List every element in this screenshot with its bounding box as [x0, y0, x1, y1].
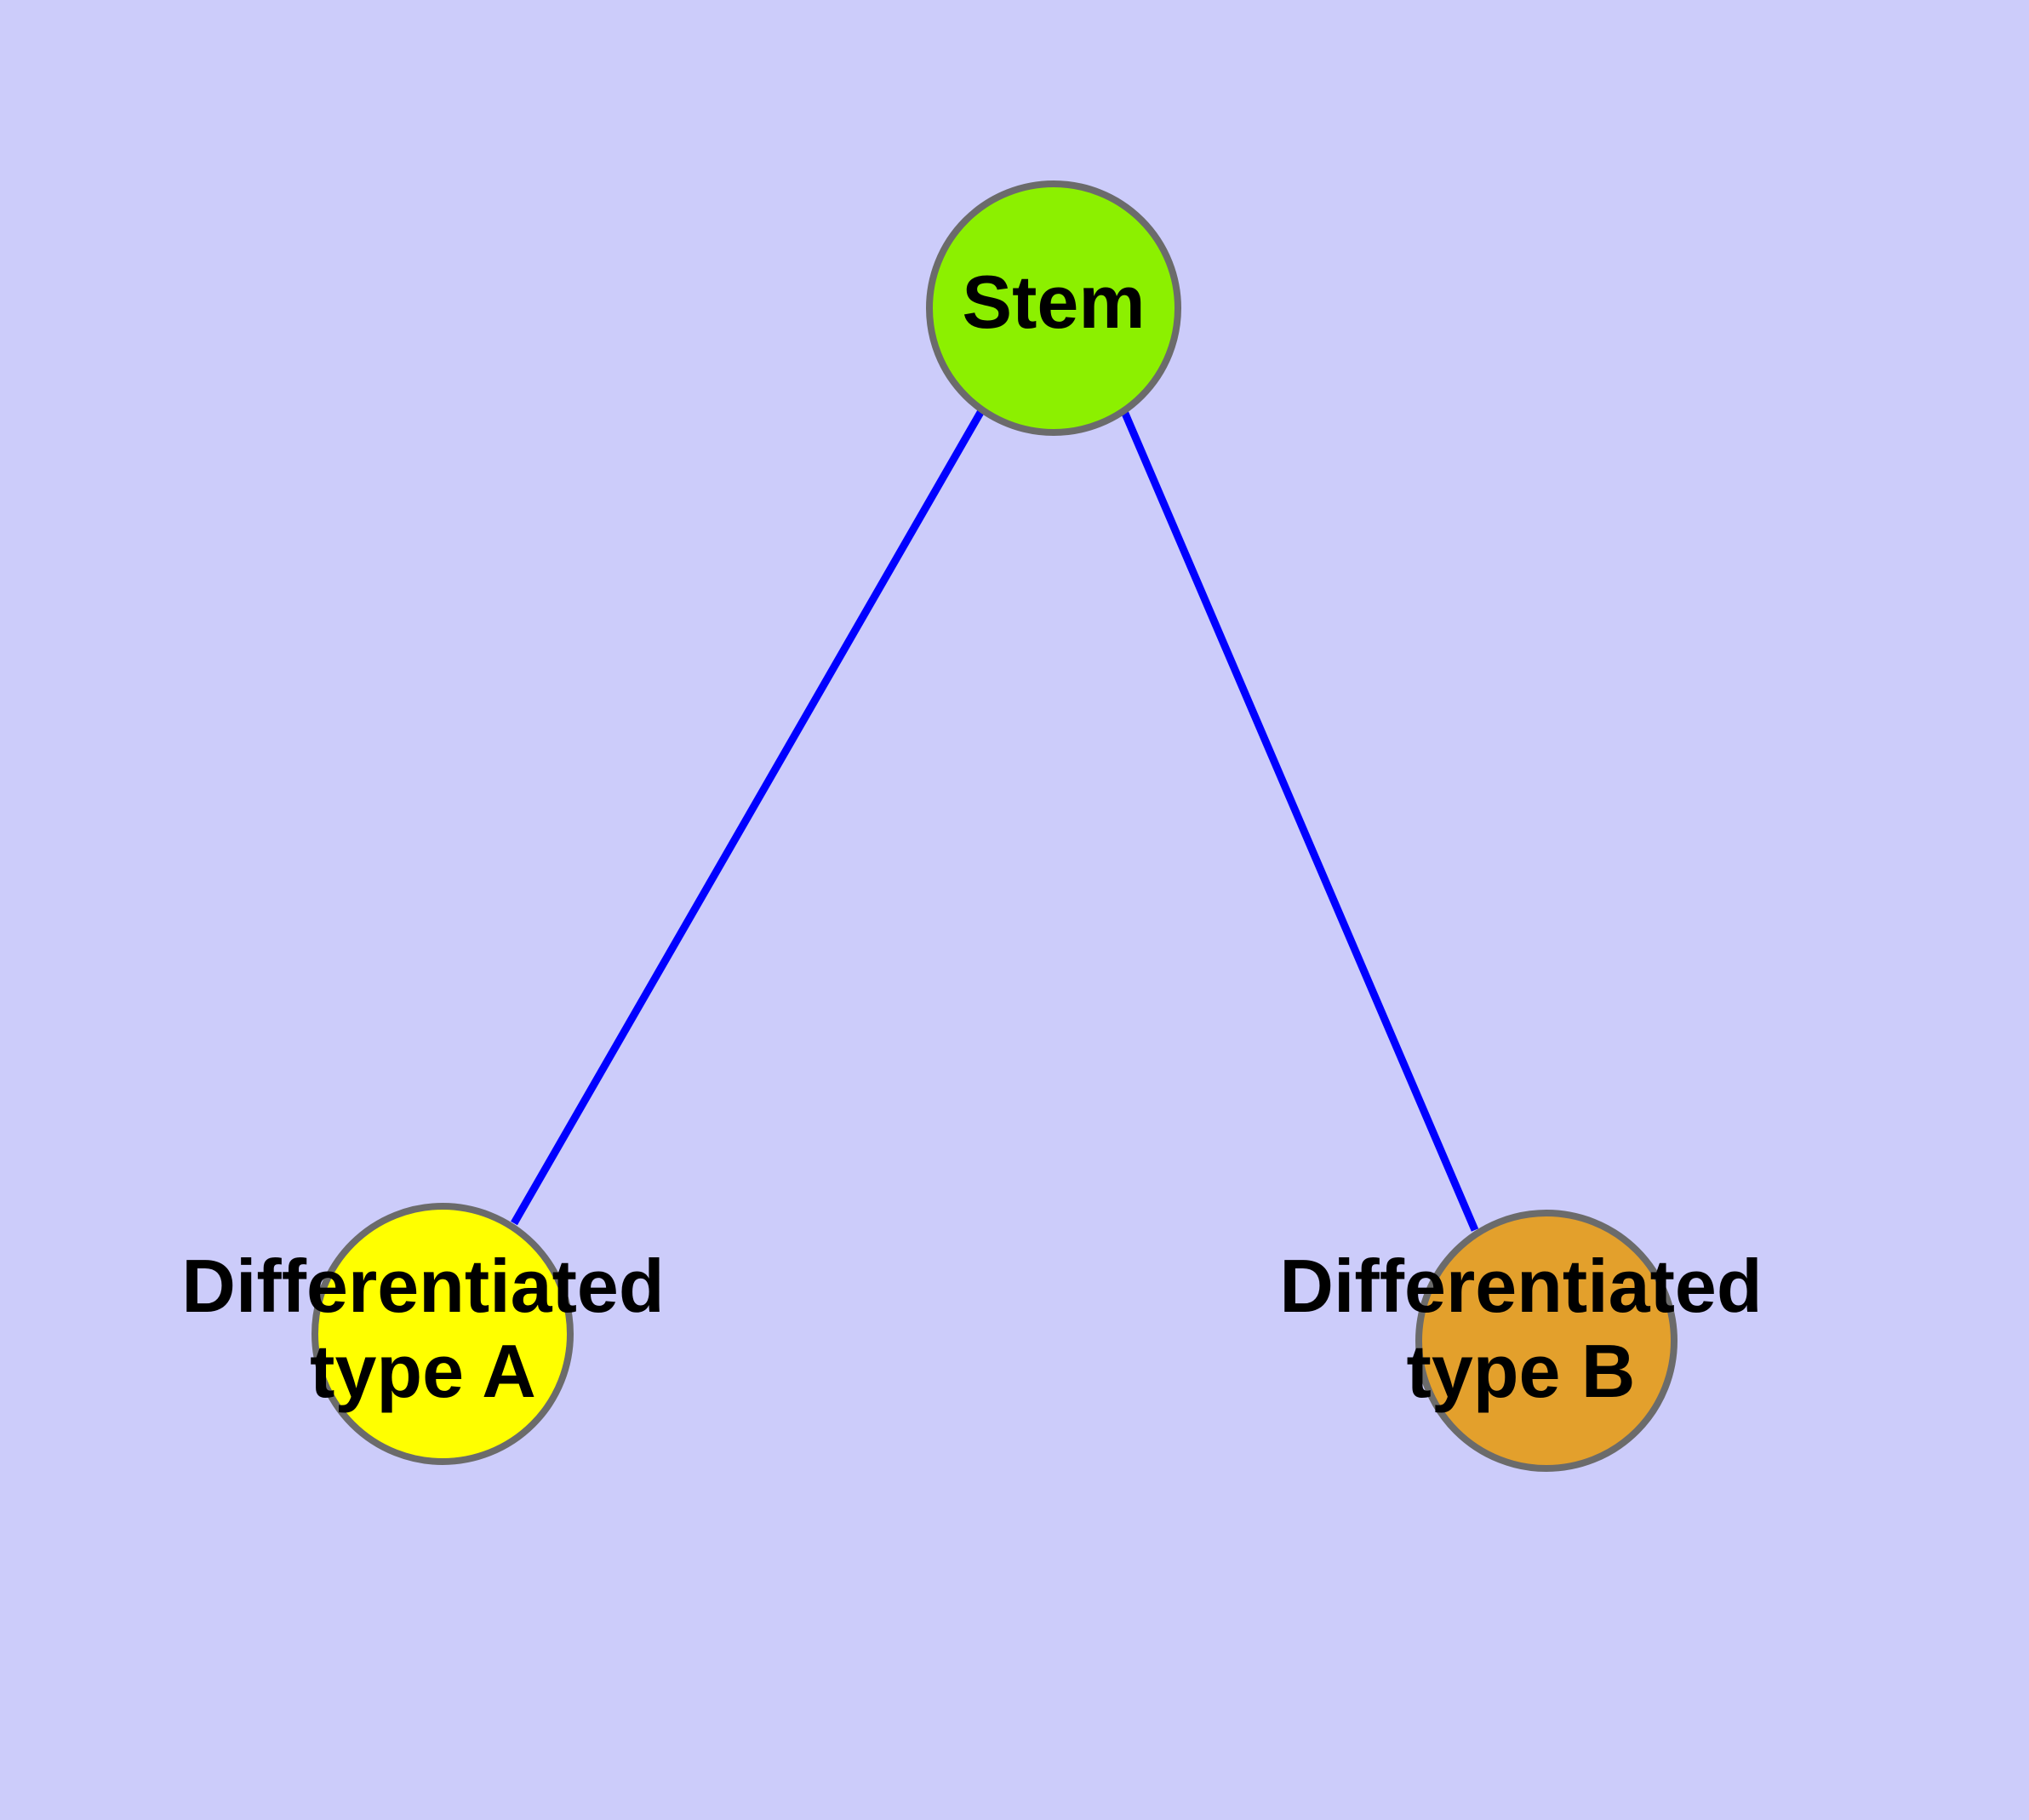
edge-layer — [511, 407, 1479, 1232]
node-diff-a[interactable] — [311, 1203, 574, 1465]
node-stem-label: Stem — [962, 260, 1145, 344]
edge-stem-to-diff-a[interactable] — [511, 407, 986, 1226]
node-stem-circle[interactable] — [926, 180, 1181, 436]
node-layer — [311, 180, 1677, 1472]
node-diff-b-circle[interactable] — [1415, 1210, 1677, 1472]
edge-stem-to-diff-b[interactable] — [1119, 408, 1479, 1232]
node-stem[interactable] — [926, 180, 1181, 436]
node-diff-a-circle[interactable] — [311, 1203, 574, 1465]
node-diff-b[interactable] — [1415, 1210, 1677, 1472]
